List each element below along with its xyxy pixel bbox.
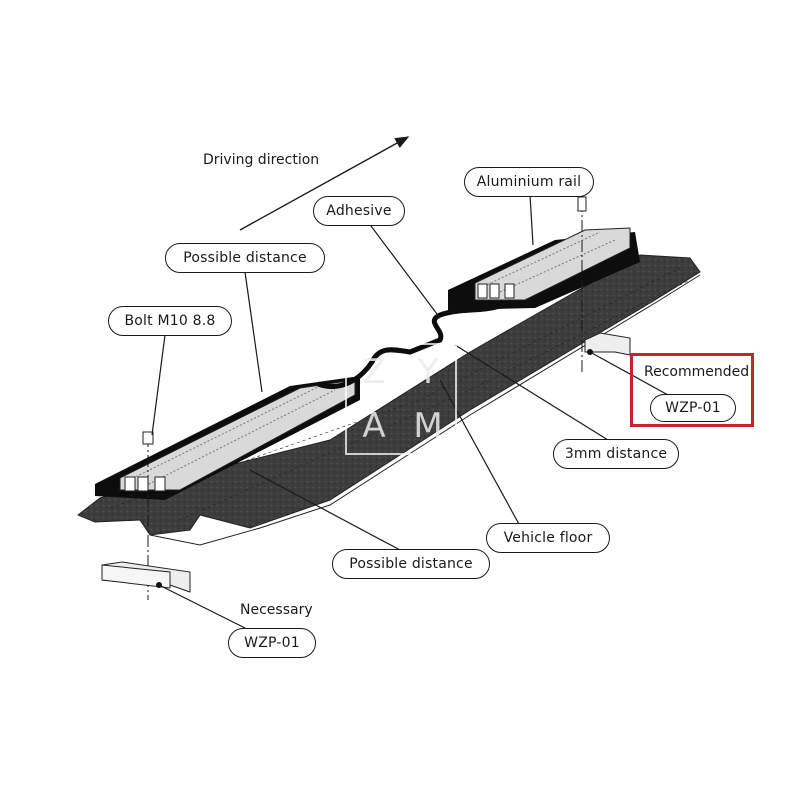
callout-aluminium-rail: Aluminium rail	[464, 167, 594, 197]
callout-possible-distance-top: Possible distance	[165, 243, 325, 273]
callout-3mm-distance: 3mm distance	[553, 439, 679, 469]
left-bolt	[142, 431, 154, 600]
callout-bolt-m10: Bolt M10 8.8	[108, 306, 232, 336]
right-bolt	[577, 196, 587, 375]
watermark-letter: Z	[362, 352, 386, 392]
driving-direction-label: Driving direction	[203, 152, 320, 168]
callout-necessary-wzp01: WZP-01	[228, 628, 316, 658]
callout-adhesive: Adhesive	[313, 196, 405, 226]
driving-direction-arrow	[239, 136, 410, 231]
watermark-letter: A	[362, 406, 386, 446]
watermark-logo: Z Y A M	[345, 343, 457, 455]
watermark-letter: Y	[417, 352, 439, 392]
right-rail-assembly	[448, 227, 640, 310]
necessary-heading: Necessary	[240, 602, 313, 618]
callout-recommended-wzp01: WZP-01	[650, 394, 736, 422]
adhesive-bead	[317, 303, 501, 390]
recommended-heading: Recommended	[644, 364, 750, 380]
recommended-bracket-wzp01	[584, 332, 631, 356]
callout-vehicle-floor: Vehicle floor	[486, 523, 610, 553]
watermark-letter: M	[413, 406, 443, 446]
leader-lines	[151, 194, 669, 629]
recommended-highlight-box	[630, 353, 754, 427]
necessary-bracket-wzp01	[101, 561, 191, 593]
left-rail-assembly	[95, 376, 360, 500]
callout-possible-distance-bottom: Possible distance	[332, 549, 490, 579]
